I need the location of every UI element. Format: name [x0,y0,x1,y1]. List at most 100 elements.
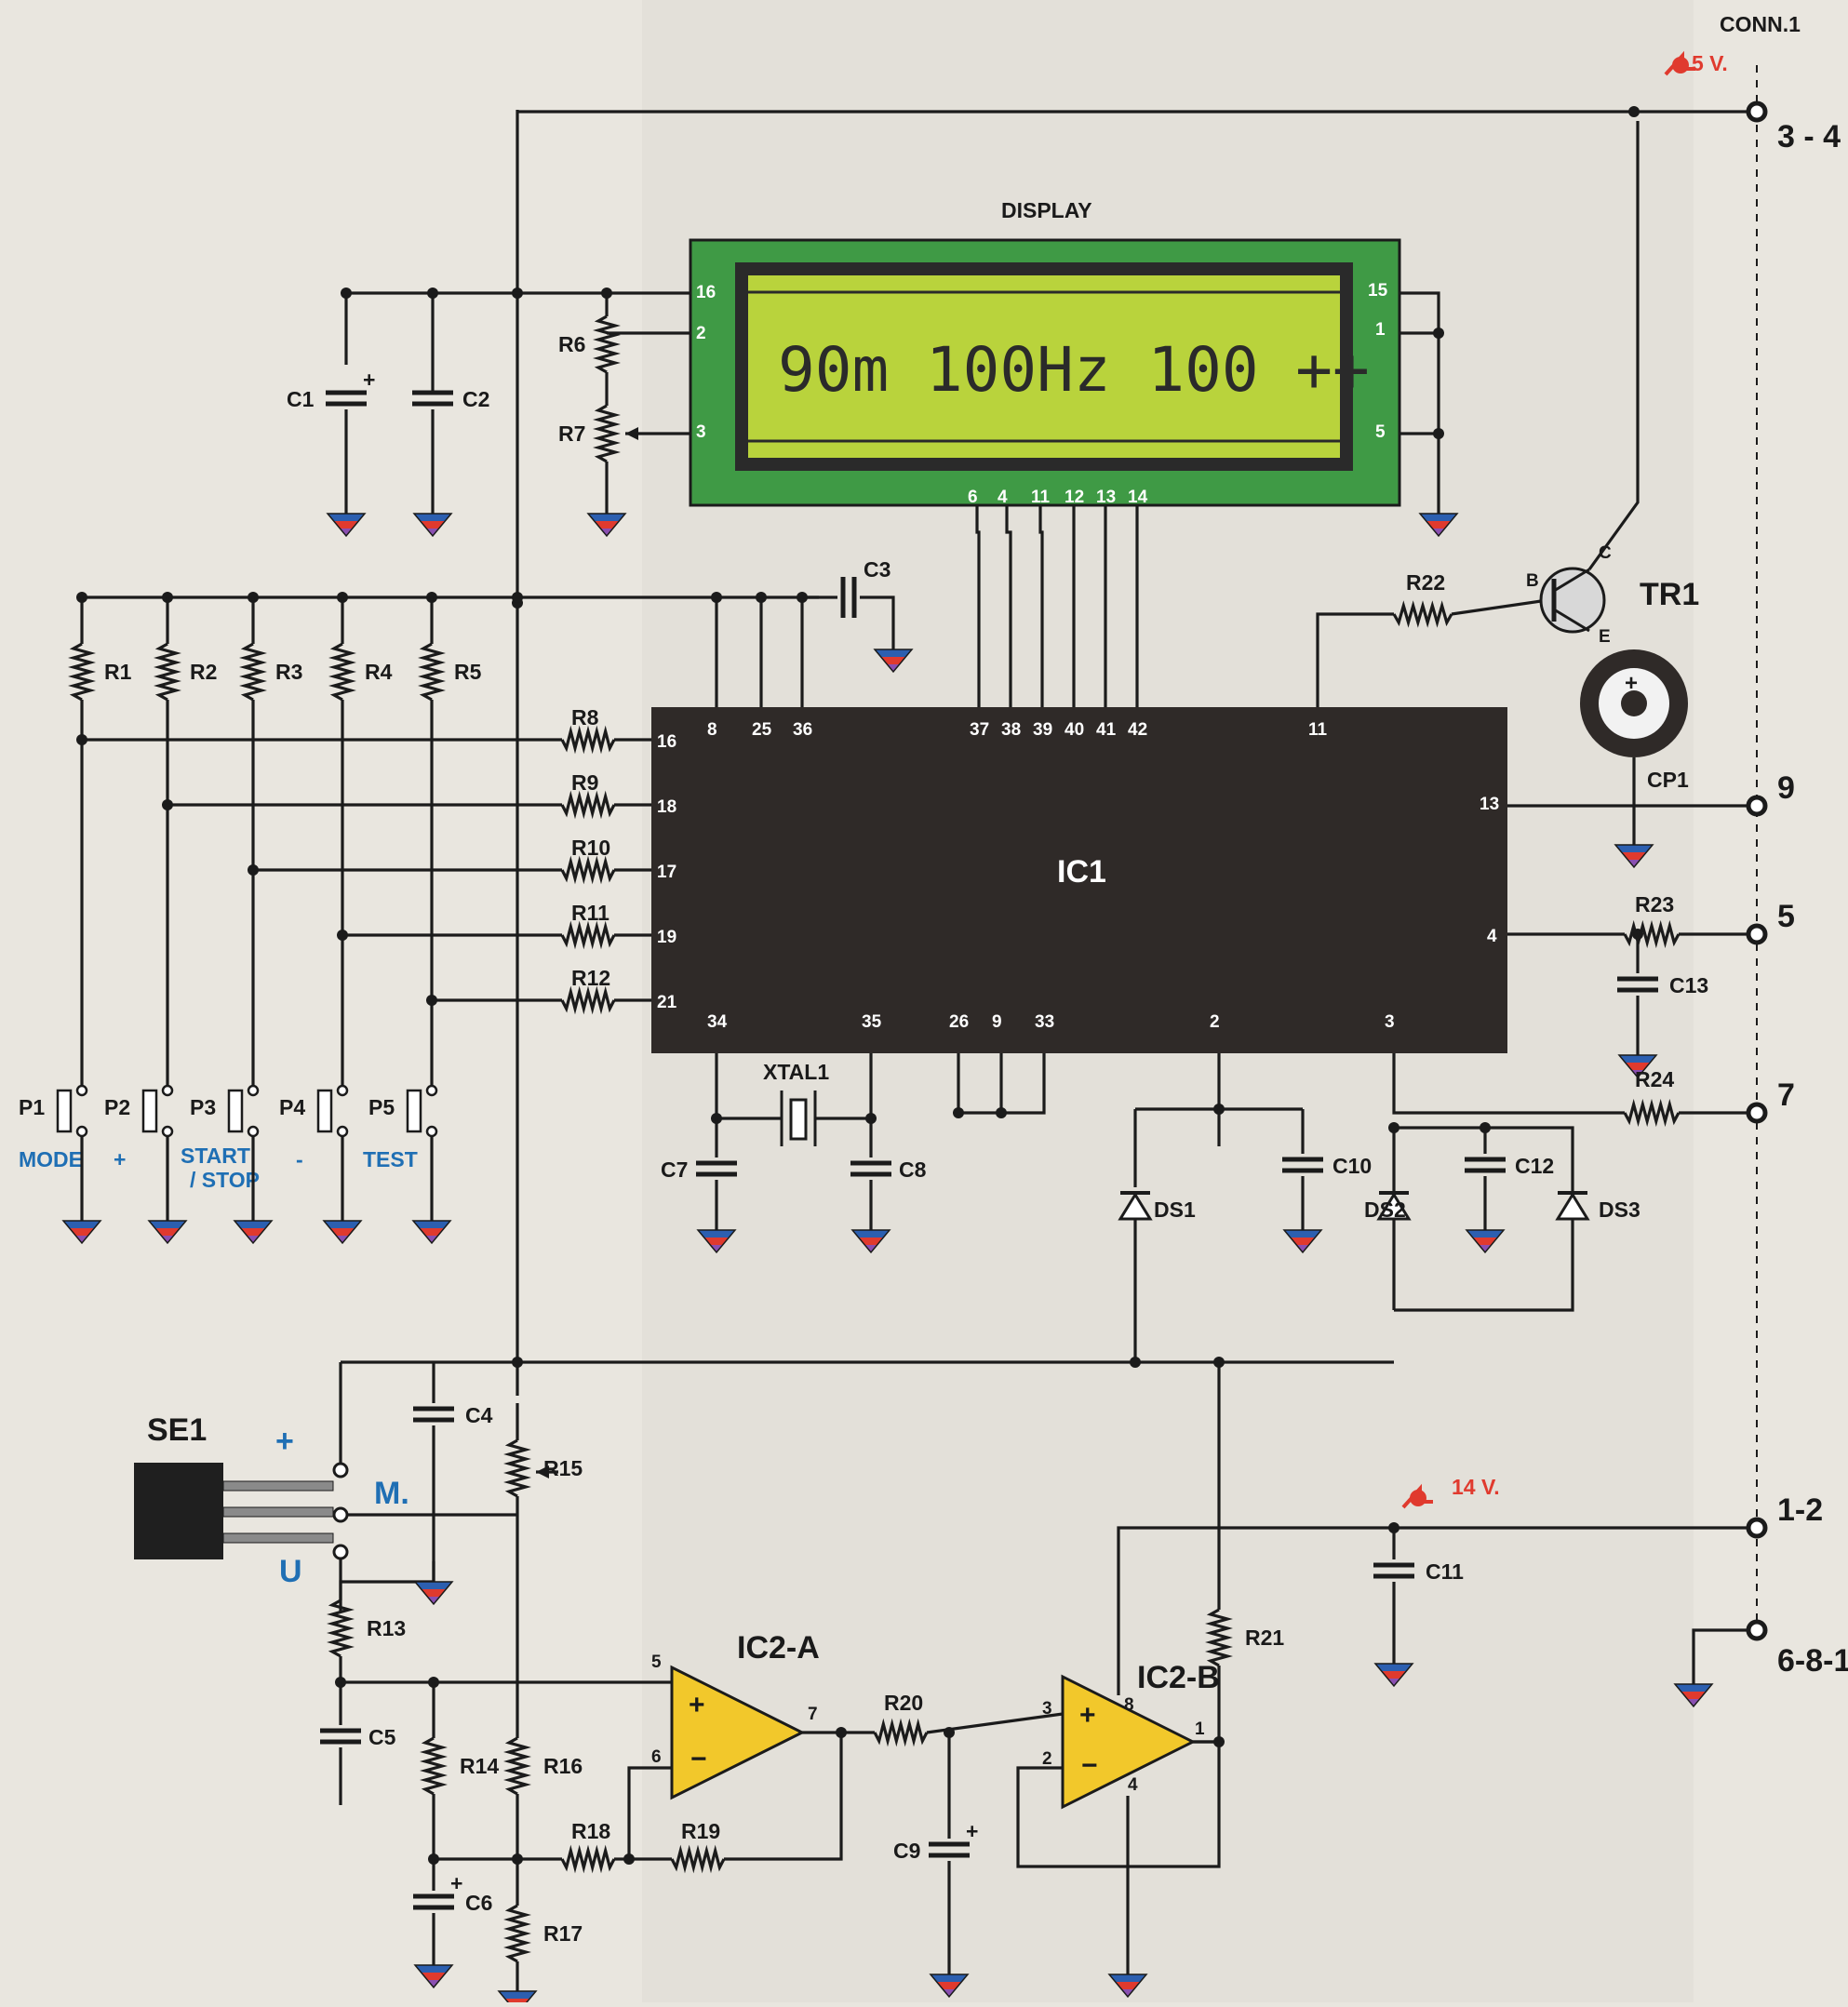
junction-dot [1213,1357,1225,1368]
ic2a-pin: 7 [808,1705,818,1724]
resistor-label-r16: R16 [543,1754,583,1778]
button-contact [336,1084,349,1097]
resistor-r23 [1623,919,1681,949]
display-gnd-wire [1399,291,1440,493]
pin-number: 36 [793,720,812,740]
cp1-buzzer: + [1580,649,1688,757]
capacitor-label-c2: C2 [462,387,489,411]
pushbutton-p1 [56,1089,73,1133]
resistor-label-r13: R13 [367,1616,406,1640]
button-contact [425,1125,438,1138]
resistor-r17 [503,1904,531,1963]
p4-caption: - [296,1147,303,1171]
wire [1692,1628,1757,1664]
capacitor-label-c13: C13 [1669,973,1708,997]
p3-caption: START [181,1144,250,1168]
connector-terminal [1746,100,1768,123]
r22-wire [1316,612,1394,707]
resistor-label-r2: R2 [190,660,217,684]
resistor-r1 [68,642,96,702]
capacitor-label-c4: C4 [465,1403,493,1427]
resistor-r14 [420,1736,448,1796]
connector-label: 1-2 [1777,1492,1823,1528]
pin-number: 12 [1065,488,1084,507]
se1-plus-label: + [275,1424,294,1459]
resistor-label-r10: R10 [571,836,610,860]
resistor-label-r24: R24 [1635,1067,1674,1091]
ground-symbol [147,1198,188,1245]
resistor-r7 [593,404,621,463]
resistor-label-r12: R12 [571,966,610,990]
resistor-label-r21: R21 [1245,1626,1284,1650]
svg-text:−: − [1081,1750,1098,1781]
capacitor-label-c3: C3 [864,557,891,582]
resistor-r4 [328,642,356,702]
resistor-label-r4: R4 [365,660,393,684]
resistor-r3 [239,642,267,702]
polarity-mark: + [966,1819,978,1843]
pin-number: 6 [968,488,978,507]
supply-14v-dot [1410,1490,1426,1506]
pin-number: 21 [657,993,677,1012]
pin-number: 14 [1128,488,1148,507]
resistor-label-r9: R9 [571,770,598,795]
ground-symbol [413,1559,454,1606]
supply-14v-label: 14 V. [1452,1475,1500,1499]
ground-symbol [413,1943,454,1989]
resistor-label-r15: R15 [543,1456,583,1480]
resistor-r11 [560,920,616,950]
display-data-bus [975,505,981,707]
display-readout: 90m 100Hz 100 ++ [778,334,1370,406]
ground-symbol [326,491,367,538]
p2-caption: + [114,1147,126,1171]
pin-number: 25 [752,720,772,740]
ground-symbol [497,1969,538,2007]
diode-label-ds3: DS3 [1599,1198,1640,1222]
resistor-r18 [560,1844,616,1874]
junction-dot [996,1107,1007,1118]
ic2b-opamp [1061,1674,1197,1810]
diode-ds3 [1555,1192,1590,1221]
junction-dot [711,592,722,603]
tr1-transistor [1539,567,1606,634]
display-data-bus [1005,505,1012,707]
connector-label: 9 [1777,770,1795,806]
connector-label: 6-8-10 [1777,1643,1848,1679]
resistor-label-r7: R7 [558,421,585,446]
wire [339,1656,672,1684]
diode-label-ds1: DS1 [1154,1198,1196,1222]
pin-number: 16 [696,283,716,302]
button-contact [75,1084,88,1097]
ic2b-pin: 8 [1124,1695,1134,1715]
resistor-r20 [873,1718,929,1747]
se1-terminal-plus [332,1462,349,1478]
resistor-r16 [503,1736,531,1796]
supply-5v-dot [1672,57,1689,74]
wire [1451,599,1542,616]
se1-label: SE1 [147,1412,207,1448]
pin-number: 11 [1031,488,1051,507]
pin-number: 40 [1065,720,1084,740]
pin-number: 17 [657,863,676,882]
ground-symbol [322,1198,363,1245]
tr1-pin-e: E [1599,627,1611,647]
pin-number: 38 [1001,720,1021,740]
resistor-label-r18: R18 [571,1819,610,1843]
pin-number: 4 [998,488,1008,507]
junction-dot [1130,1357,1141,1368]
resistor-r21 [1205,1608,1233,1667]
pin-number: 35 [862,1012,882,1032]
junction-dot [512,592,523,603]
junction-dot [601,288,612,299]
pin-number: 33 [1035,1012,1054,1032]
ic2b-pin: 4 [1128,1775,1138,1795]
pin-number: 8 [707,720,717,740]
junction-dot [836,1727,847,1738]
junction-dot [1388,1122,1399,1133]
ground-symbol [233,1198,274,1245]
pushbutton-p5 [406,1089,422,1133]
tr1-pin-b: B [1526,571,1539,591]
resistor-r13 [327,1599,355,1658]
resistor-label-r3: R3 [275,660,302,684]
